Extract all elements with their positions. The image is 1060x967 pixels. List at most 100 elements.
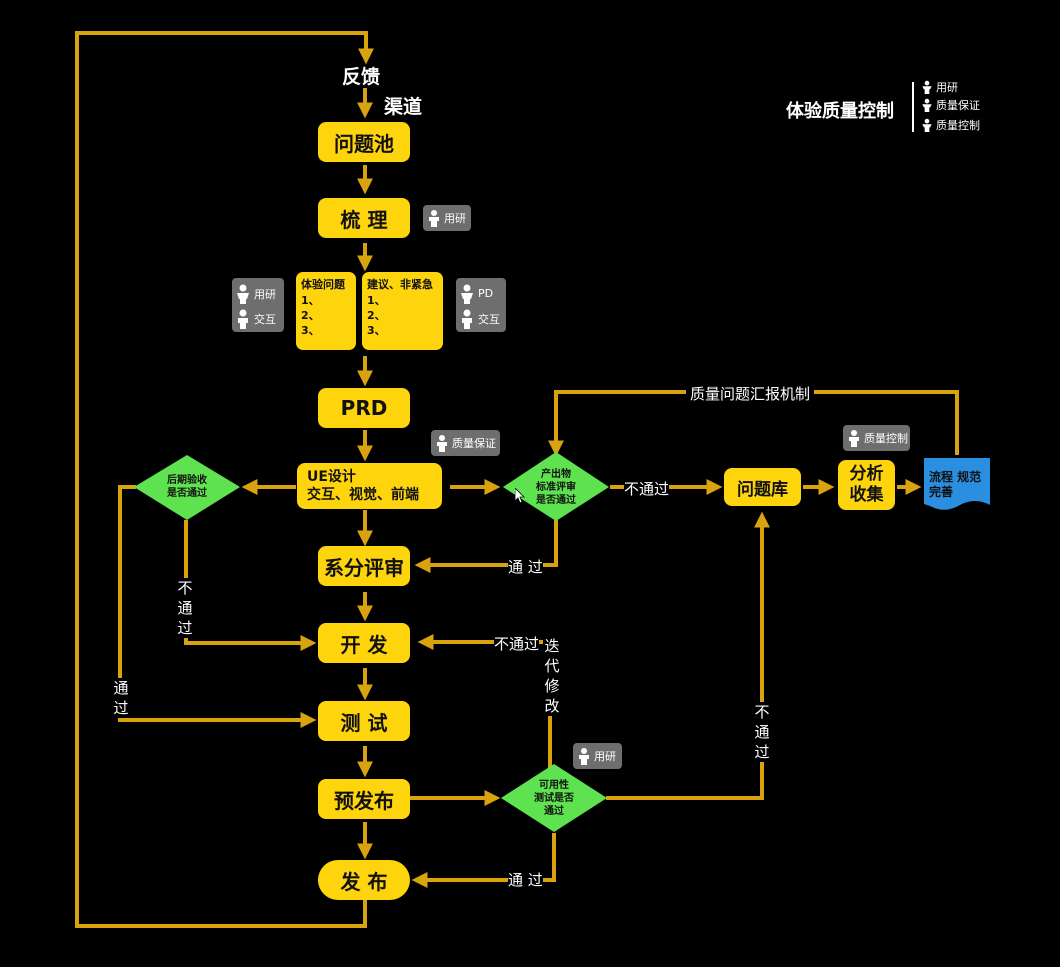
- fail-dev-label: 不通过: [494, 633, 540, 654]
- doc-label-2: 完善: [929, 485, 954, 499]
- usability-role-label: 用研: [594, 750, 616, 763]
- issue-pool-label: 问题池: [334, 131, 394, 156]
- iterate-ch-4: 改: [544, 697, 560, 715]
- output-review-l1: 产出物: [541, 468, 571, 480]
- prd-label: PRD: [340, 396, 388, 420]
- pass-left-label: 通 过: [112, 678, 130, 718]
- legend-title: 体验质量控制: [786, 101, 894, 122]
- suggestion-item-2: 2、: [367, 309, 386, 322]
- legend-item-1: 用研: [936, 81, 958, 94]
- legend-item-research: 用研: [921, 79, 958, 95]
- fail-usability-label: 不 通 过: [753, 702, 771, 762]
- legend-item-3: 质量控制: [936, 119, 980, 132]
- left-role-1: 用研: [254, 287, 276, 301]
- diamond-later-accept: [134, 455, 240, 520]
- test-box: 测 试: [318, 701, 410, 741]
- output-review-label: 产出物 标准评审 是否通过: [513, 465, 599, 509]
- suggestion-item-1: 1、: [367, 294, 386, 307]
- arrow-later-pass-test: [118, 485, 317, 728]
- arrow-usability-issuelib: [606, 511, 770, 800]
- usability-label: 可用性 测试是否 通过: [511, 776, 597, 820]
- issue-lib-label: 问题库: [737, 479, 788, 500]
- system-review-box: 系分评审: [318, 546, 410, 586]
- analyze-box: 分析 收集: [838, 460, 895, 510]
- ue-design-title: UE设计: [307, 469, 356, 485]
- suggestion-title: 建议、非紧急: [367, 278, 433, 291]
- suggestion-list-box: 建议、非紧急 1、 2、 3、: [362, 272, 443, 350]
- analyze-role-label: 质量控制: [864, 432, 908, 445]
- person-icon: [238, 309, 248, 329]
- analyze-label-1: 分析: [849, 464, 884, 484]
- release-label: 发 布: [340, 869, 388, 894]
- person-icon: [237, 284, 249, 304]
- develop-box: 开 发: [318, 623, 410, 663]
- person-icon: [429, 210, 439, 227]
- test-label: 测 试: [340, 710, 388, 735]
- arrow-usability-release: [411, 833, 556, 888]
- fail-right-label: 不通过: [624, 478, 670, 499]
- sort-role-tag: 用研: [423, 205, 471, 231]
- fail-left-ch-2: 通: [177, 599, 193, 617]
- right-role-1: PD: [478, 287, 494, 300]
- iterate-ch-2: 代: [544, 657, 560, 675]
- release-box: 发 布: [318, 860, 410, 900]
- issue-pool-box: 问题池: [318, 122, 410, 162]
- fail-usability-ch-2: 通: [754, 723, 770, 741]
- suggestion-item-3: 3、: [367, 324, 386, 337]
- later-accept-l1: 后期验收: [167, 475, 207, 486]
- fail-usability-ch-3: 过: [754, 743, 770, 761]
- sort-box: 梳 理: [318, 198, 410, 238]
- develop-label: 开 发: [340, 632, 388, 657]
- sort-label: 梳 理: [340, 207, 388, 232]
- feedback-label: 反馈: [342, 66, 381, 88]
- pre-release-label: 预发布: [334, 788, 394, 813]
- experience-item-3: 3、: [301, 324, 320, 337]
- usability-l2: 测试是否: [534, 792, 574, 804]
- ue-role-tag: 质量保证: [431, 430, 500, 456]
- doc-shape: [924, 458, 990, 510]
- fail-left-label: 不 通 过: [176, 578, 194, 638]
- analyze-role-tag: 质量控制: [843, 425, 910, 451]
- diamond-usability: [501, 764, 607, 832]
- channel-label: 渠道: [384, 96, 423, 118]
- usability-role-tag: 用研: [573, 743, 622, 769]
- legend-item-2: 质量保证: [936, 99, 980, 112]
- doc-label-1: 流程 规范: [929, 470, 982, 484]
- ue-role-label: 质量保证: [452, 437, 496, 450]
- experience-item-1: 1、: [301, 294, 320, 307]
- fail-usability-ch-1: 不: [754, 703, 770, 721]
- usability-l1: 可用性: [539, 779, 569, 791]
- experience-list-box: 体验问题 1、 2、 3、: [296, 272, 356, 350]
- person-icon: [462, 309, 472, 329]
- arrow-iterate-dev: [417, 634, 552, 770]
- mouse-cursor-icon: [515, 488, 525, 504]
- ue-design-box: UE设计 交互、视觉、前端: [297, 463, 442, 509]
- pass-left-ch-2: 过: [113, 699, 129, 717]
- person-icon: [579, 748, 589, 765]
- fail-left-ch-1: 不: [177, 579, 193, 597]
- right-role-2: 交互: [478, 312, 500, 326]
- left-role-2: 交互: [254, 312, 276, 326]
- person-icon: [461, 284, 473, 304]
- pass-release-label: 通 过: [508, 869, 543, 890]
- arrow-later-fail-dev: [184, 520, 317, 651]
- legend-item-qa: 质量保证: [921, 97, 980, 113]
- issue-lib-box: 问题库: [724, 468, 801, 506]
- person-icon: [922, 80, 932, 94]
- output-review-l2: 标准评审: [536, 481, 576, 493]
- system-review-label: 系分评审: [324, 555, 404, 580]
- output-review-l3: 是否通过: [536, 494, 576, 506]
- legend-item-qc: 质量控制: [921, 117, 980, 133]
- ue-design-sub: 交互、视觉、前端: [307, 487, 419, 503]
- report-mechanism-label: 质量问题汇报机制: [686, 383, 815, 404]
- sort-role-label: 用研: [444, 212, 466, 225]
- analyze-label-2: 收集: [849, 485, 884, 505]
- iterate-ch-1: 迭: [544, 637, 560, 655]
- diamond-output-review: [503, 452, 609, 521]
- person-icon: [437, 435, 447, 452]
- pass-review-label: 通 过: [508, 556, 543, 577]
- arrow-output-review: [414, 520, 558, 573]
- later-accept-label: 后期验收 是否通过: [144, 472, 230, 502]
- pre-release-box: 预发布: [318, 779, 410, 819]
- left-roles-tag: 用研 交互: [232, 278, 284, 332]
